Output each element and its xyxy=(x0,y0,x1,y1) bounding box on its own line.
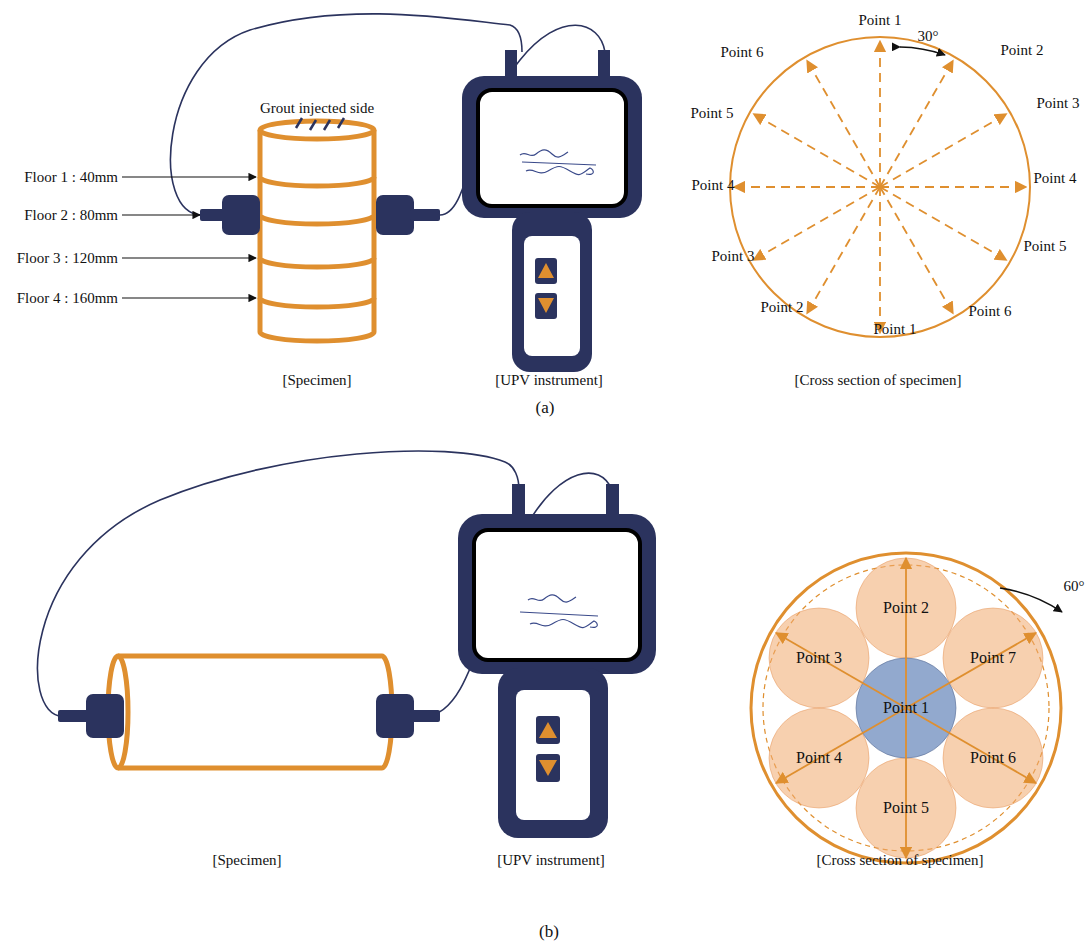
measure-path xyxy=(880,114,1006,187)
point-label: Point 2 xyxy=(1001,42,1044,59)
point-label: Point 3 xyxy=(1037,95,1080,112)
point-label: Point 5 xyxy=(883,799,929,817)
point-label: Point 6 xyxy=(721,44,764,61)
caption-label: [UPV instrument] xyxy=(497,852,605,869)
point-circle xyxy=(943,708,1043,808)
floor-label: Floor 4 : 160mm xyxy=(17,290,118,307)
caption-label: [Specimen] xyxy=(212,852,281,869)
point-label: Point 6 xyxy=(970,749,1016,767)
point-label: Point 6 xyxy=(969,303,1012,320)
point-circle-node: Point 3 xyxy=(769,608,869,708)
point-label: Point 7 xyxy=(970,649,1016,667)
angle-label: 60° xyxy=(1064,578,1085,595)
point-label: Point 2 xyxy=(883,599,929,617)
floor-label: Floor 3 : 120mm xyxy=(17,250,118,267)
floor-label: Floor 2 : 80mm xyxy=(24,207,118,224)
point-label: Point 1 xyxy=(874,321,917,338)
point-circle-node: Point 4 xyxy=(769,708,869,808)
point-circle xyxy=(769,708,869,808)
point-circle-node: Point 1 xyxy=(856,658,956,758)
measure-path xyxy=(754,114,880,187)
measure-path xyxy=(879,41,881,187)
note-label: Grout injected side xyxy=(260,100,374,117)
panel-label: (a) xyxy=(536,399,555,418)
point-label: Point 3 xyxy=(796,649,842,667)
measure-path xyxy=(776,708,906,783)
point-circle xyxy=(943,608,1043,708)
measure-path xyxy=(905,558,907,708)
measure-path xyxy=(879,187,881,333)
measure-path xyxy=(906,708,1036,783)
caption-label: [Cross section of specimen] xyxy=(816,852,983,869)
measure-path xyxy=(807,187,880,313)
point-circle-node: Point 6 xyxy=(943,708,1043,808)
point-circle-node: Point 7 xyxy=(943,608,1043,708)
measure-path xyxy=(807,61,880,187)
point-label: Point 4 xyxy=(692,177,735,194)
point-label: Point 5 xyxy=(1024,238,1067,255)
measure-path xyxy=(880,61,953,187)
point-label: Point 3 xyxy=(712,248,755,265)
point-label: Point 1 xyxy=(883,699,929,717)
measure-path xyxy=(754,187,880,260)
measure-path xyxy=(776,633,906,708)
panel-label: (b) xyxy=(539,923,559,942)
caption-label: [Cross section of specimen] xyxy=(794,372,961,389)
point-label: Point 4 xyxy=(796,749,842,767)
measure-path xyxy=(880,186,1026,188)
floor-label: Floor 1 : 40mm xyxy=(24,169,118,186)
point-label: Point 4 xyxy=(1034,170,1077,187)
measure-path xyxy=(880,187,1006,260)
caption-label: [UPV instrument] xyxy=(495,372,603,389)
point-circle xyxy=(769,608,869,708)
point-circle-node: Point 2 xyxy=(856,558,956,658)
measure-path xyxy=(880,187,953,313)
measure-path xyxy=(905,708,907,858)
point-circle-node: Point 5 xyxy=(856,758,956,858)
point-label: Point 5 xyxy=(691,105,734,122)
angle-label: 30° xyxy=(918,28,939,45)
caption-label: [Specimen] xyxy=(282,372,351,389)
measure-path xyxy=(906,633,1036,708)
point-label: Point 2 xyxy=(761,299,804,316)
measure-path xyxy=(734,186,880,188)
point-label: Point 1 xyxy=(859,12,902,29)
